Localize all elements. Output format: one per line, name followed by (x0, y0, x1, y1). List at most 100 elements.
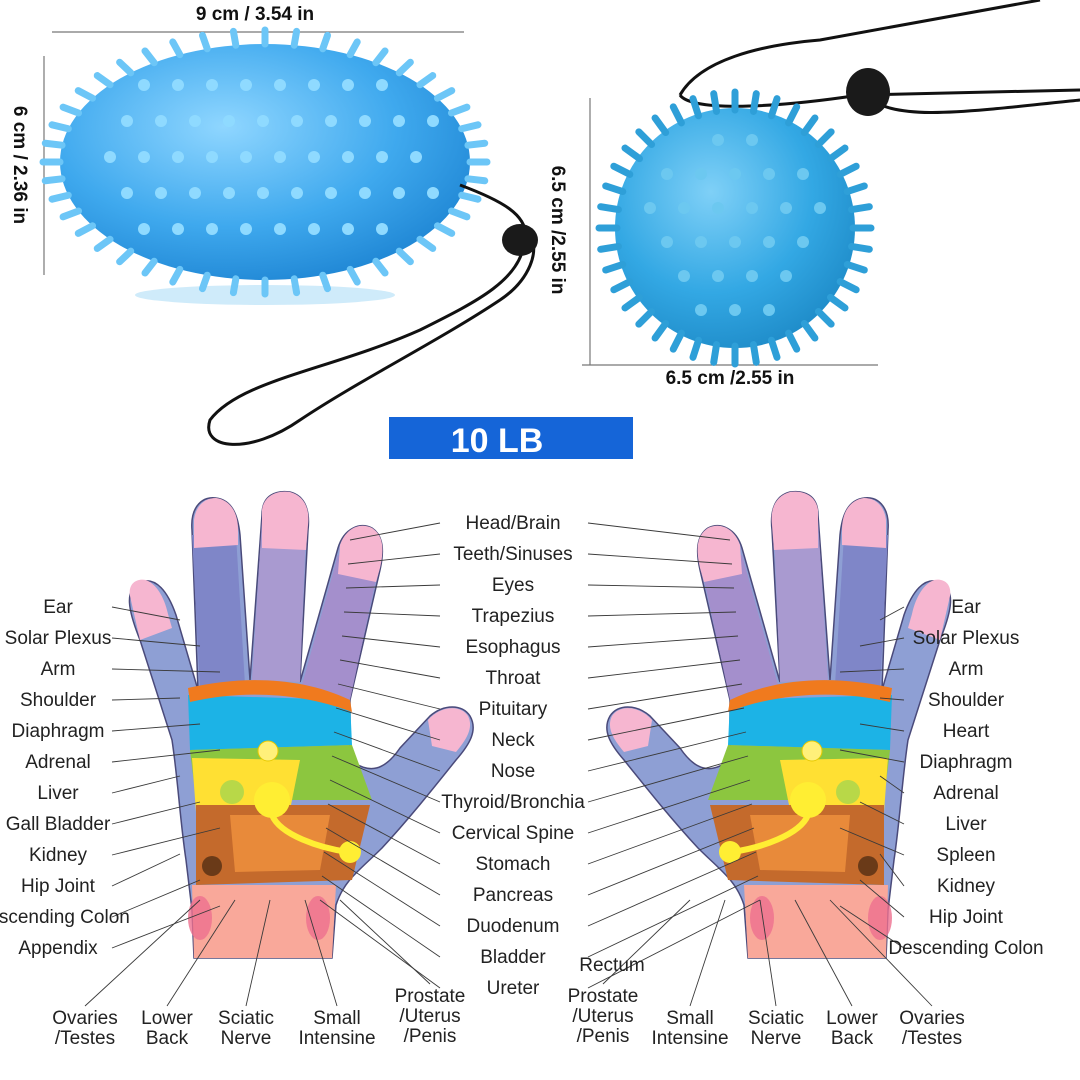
oval-spike-dot (206, 151, 218, 163)
oval-spike-dot (240, 223, 252, 235)
oval-spike-dot (376, 223, 388, 235)
oval-spike (229, 275, 240, 297)
round-width-label: 6.5 cm /2.55 in (666, 368, 795, 389)
round-spike-dot (729, 168, 741, 180)
leader-line (111, 723, 201, 732)
oval-spike (169, 38, 184, 59)
oval-width-label: 9 cm / 3.54 in (196, 4, 314, 25)
oval-spike (447, 103, 471, 117)
right-label-adrenal: Adrenal (933, 783, 999, 804)
round-height-label: 6.5 cm /2.55 in (547, 166, 568, 295)
right-label-spleen: Spleen (936, 845, 995, 866)
round-spike-dot (797, 168, 809, 180)
leader-line (111, 637, 201, 647)
round-spike-dot (695, 236, 707, 248)
leader-line (587, 899, 761, 989)
leader-line (689, 899, 726, 1007)
right-bottom-label-lower-line1: Lower (826, 1008, 878, 1029)
oval-ball-dimension-width: 9 cm / 3.54 in (52, 4, 464, 33)
round-ball-dimension-width: 6.5 cm /2.55 in (582, 364, 878, 389)
oval-spike-dot (206, 79, 218, 91)
round-spike-dot (746, 134, 758, 146)
left-label-shoulder: Shoulder (20, 690, 97, 711)
round-spike (651, 319, 670, 342)
right-bottom-label-lower-line2: Back (831, 1028, 874, 1049)
leader-line (325, 827, 441, 896)
right-bottom-label-prostate-line2: /Uterus (572, 1006, 633, 1027)
leader-line (111, 697, 181, 701)
round-spike (602, 260, 627, 274)
oval-spike-dot (393, 115, 405, 127)
left-label-kidney: Kidney (29, 845, 88, 866)
oval-spike-dot (172, 223, 184, 235)
left-label-adrenal: Adrenal (25, 752, 91, 773)
round-spike (651, 114, 670, 137)
left-bottom-label-sciatic-line1: Sciatic (218, 1008, 274, 1029)
round-spike-dot (678, 270, 690, 282)
center-label-teeth-sinuses: Teeth/Sinuses (453, 544, 572, 565)
leader-line (587, 851, 757, 927)
oval-spike-dot (223, 115, 235, 127)
leader-line (111, 775, 181, 794)
round-spike (848, 203, 873, 214)
weight-badge-text: 10 LB (451, 422, 544, 460)
leader-line (859, 879, 905, 918)
leader-line (347, 553, 441, 565)
center-label-stomach: Stomach (476, 854, 551, 875)
right-label-kidney: Kidney (937, 876, 996, 897)
leader-line (111, 801, 201, 825)
oval-spike-dot (274, 151, 286, 163)
round-spike-dot (712, 134, 724, 146)
leader-line (587, 779, 751, 834)
round-ball-dimension-height: 6.5 cm /2.55 in (547, 98, 591, 365)
oval-spike-dot (359, 115, 371, 127)
oval-spike (229, 27, 240, 49)
center-label-nose: Nose (491, 761, 535, 782)
oval-spike (458, 191, 482, 203)
round-spike (749, 90, 760, 115)
oval-spike (433, 87, 456, 102)
round-spike (635, 128, 656, 149)
oval-spike-dot (308, 79, 320, 91)
oval-spike (116, 247, 135, 266)
leader-line (329, 779, 441, 834)
oval-spike-dot (427, 115, 439, 127)
oval-spike (416, 72, 437, 89)
left-bottom-label-small-line2: Intensine (298, 1028, 375, 1049)
left-label-hip-joint: Hip Joint (21, 876, 96, 897)
leader-line (333, 731, 441, 772)
leader-line (859, 637, 905, 647)
left-label-solar-plexus: Solar Plexus (5, 628, 112, 649)
right-bottom-label-small-line2: Intensine (651, 1028, 728, 1049)
oval-spike (464, 139, 489, 149)
oval-height-label: 6 cm / 2.36 in (9, 106, 30, 224)
right-label-solar-plexus: Solar Plexus (913, 628, 1020, 649)
round-spike-dot (780, 202, 792, 214)
round-spike-dot (797, 236, 809, 248)
right-hand-reflexology-map (607, 492, 951, 958)
oval-spike-dot (325, 187, 337, 199)
right-bottom-label-ovaries-line1: Ovaries (899, 1008, 964, 1029)
right-label-descending-colon: Descending Colon (888, 938, 1043, 959)
center-label-eyes: Eyes (492, 575, 534, 596)
left-label-ear: Ear (43, 597, 73, 618)
round-spike-dot (763, 168, 775, 180)
oval-spike-dot (240, 79, 252, 91)
center-label-pancreas: Pancreas (473, 885, 553, 906)
round-spike-dot (661, 236, 673, 248)
round-spike (710, 341, 721, 366)
oval-spike-dot (172, 151, 184, 163)
bottom-right-labels: Prostate/Uterus/PenisSmallIntensineSciat… (568, 986, 965, 1049)
round-spike-dot (780, 270, 792, 282)
leader-line (335, 707, 441, 741)
leader-line (587, 755, 749, 803)
leader-line (587, 611, 737, 617)
oval-spike-dot (342, 79, 354, 91)
center-label-bladder: Bladder (480, 947, 546, 968)
center-label-pituitary: Pituitary (479, 699, 548, 720)
center-label-thyroid-bronchia: Thyroid/Bronchia (441, 792, 585, 813)
center-label-throat: Throat (486, 668, 542, 689)
oval-spike (416, 235, 437, 252)
oval-spike (198, 271, 211, 293)
